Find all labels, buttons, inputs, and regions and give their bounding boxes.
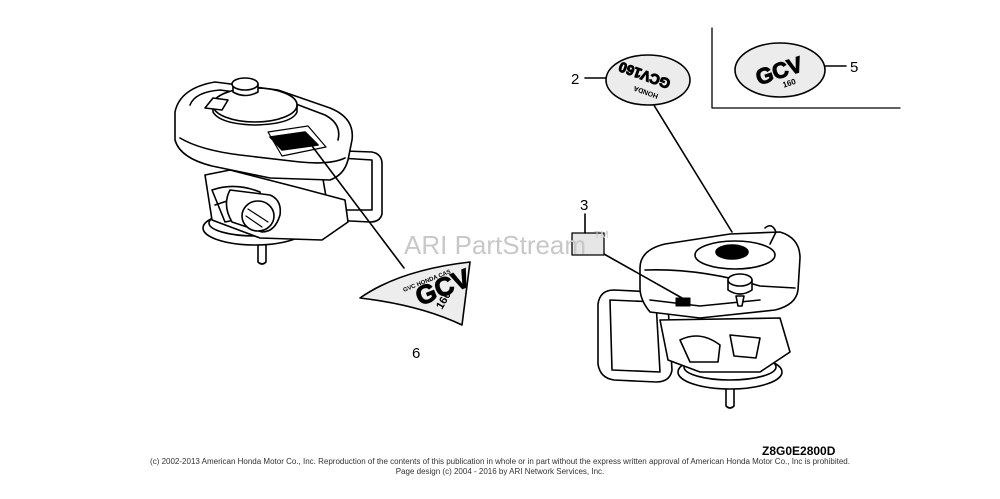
decal-6	[359, 261, 471, 326]
engine-right	[597, 224, 801, 409]
callout-6: 6	[412, 345, 420, 362]
page-design-line: Page design (c) 2004 - 2016 by ARI Netwo…	[395, 467, 605, 476]
leader-2	[651, 101, 733, 233]
watermark-tm: TM	[594, 230, 608, 241]
inset-frame	[711, 27, 901, 109]
leader-6	[311, 145, 405, 269]
decal-5-displacement-text: 160	[781, 77, 797, 90]
decal-3	[571, 232, 605, 256]
decal-2	[605, 54, 691, 106]
copyright-line: (c) 2002-2013 American Honda Motor Co., …	[150, 457, 850, 466]
drawing-code: Z8G0E2800D	[762, 444, 836, 458]
callout-5: 5	[850, 59, 858, 76]
leader-3	[603, 253, 683, 299]
decal-5	[734, 42, 826, 98]
callout-3: 3	[580, 197, 588, 214]
engine-left	[174, 77, 383, 265]
callout-2: 2	[571, 71, 579, 88]
watermark: ARI PartStream	[404, 230, 586, 260]
